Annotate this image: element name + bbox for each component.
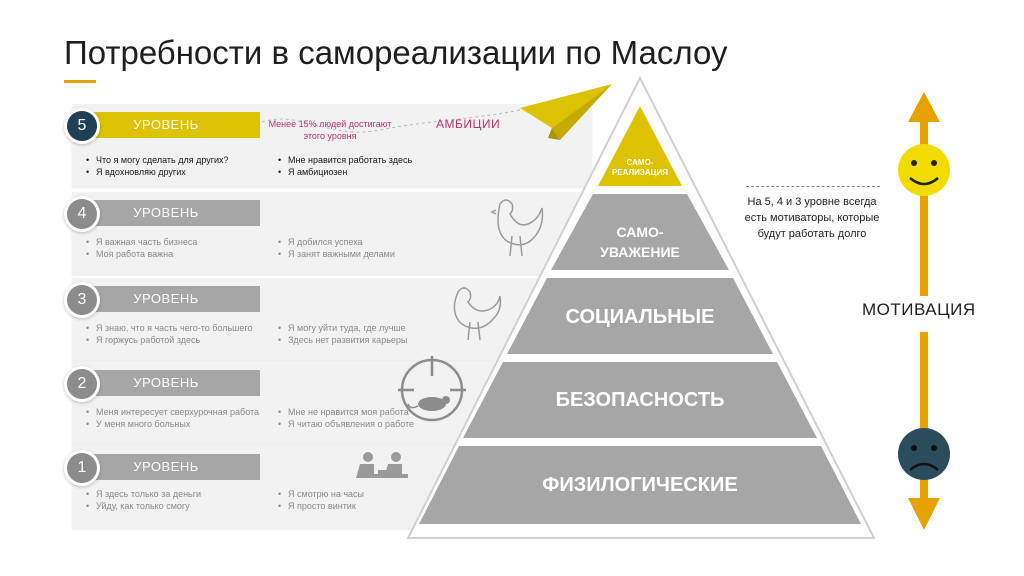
pyramid-tier-esteem <box>551 194 729 270</box>
level-number-badge: 2 <box>64 366 100 402</box>
list-item: Я горжусь работой здесь <box>84 334 252 346</box>
list-item: Я добился успеха <box>276 236 395 248</box>
list-item: Я могу уйти туда, где лучше <box>276 322 407 334</box>
rooster-icon <box>490 199 544 257</box>
level-number-badge: 3 <box>64 282 100 318</box>
list-item: Мне не нравится моя работа <box>276 406 414 418</box>
level-label: УРОВЕНЬ <box>133 375 199 390</box>
list-item: Уйду, как только смогу <box>84 500 201 512</box>
list-item: Я занят важными делами <box>276 248 395 260</box>
page-title: Потребности в самореализации по Маслоу <box>64 34 728 71</box>
hen-icon <box>453 287 502 341</box>
list-item: Я важная часть бизнеса <box>84 236 197 248</box>
level-bullets-right: Мне не нравится моя работаЯ читаю объявл… <box>276 406 414 430</box>
list-item: Мне нравится работать здесь <box>276 154 412 166</box>
list-item: Я знаю, что я часть чего-то большего <box>84 322 252 334</box>
pyramid-tier-social <box>507 278 773 354</box>
level-bullets-right: Я могу уйти туда, где лучшеЗдесь нет раз… <box>276 322 407 346</box>
pyramid-tier-physiological <box>419 446 861 524</box>
list-item: Я вдохновляю других <box>84 166 229 178</box>
list-item: Что я могу сделать для других? <box>84 154 229 166</box>
level-bullets-left: Я важная часть бизнесаМоя работа важна <box>84 236 197 260</box>
list-item: Моя работа важна <box>84 248 197 260</box>
paper-plane-icon <box>520 84 612 140</box>
list-item: Я просто винтик <box>276 500 364 512</box>
pyramid-label-self-actualization: САМО- РЕАЛИЗАЦИЯ <box>611 158 669 177</box>
side-note-divider <box>746 186 880 187</box>
level-label: УРОВЕНЬ <box>133 117 199 132</box>
pyramid-label-social: СОЦИАЛЬНЫЕ <box>565 306 715 328</box>
pyramid-label-physiological: ФИЗИЛОГИЧЕСКИЕ <box>542 474 738 496</box>
level-row-4: УРОВЕНЬ 4 Я важная часть бизнесаМоя рабо… <box>64 192 592 274</box>
people-sitting-icon <box>356 452 408 478</box>
pyramid-label-safety: БЕЗОПАСНОСТЬ <box>555 389 725 411</box>
motivation-label: МОТИВАЦИЯ <box>862 300 976 319</box>
pyramid-tier-self-actualization <box>598 106 682 186</box>
level-bullets-left: Я здесь только за деньгиУйду, как только… <box>84 488 201 512</box>
level-label: УРОВЕНЬ <box>133 205 199 220</box>
flight-path <box>261 109 521 133</box>
list-item: Я здесь только за деньги <box>84 488 201 500</box>
ambition-note: Менее 15% людей достигают этого уровня <box>268 119 392 141</box>
level-number-badge: 5 <box>64 108 100 144</box>
list-item: Я амбициозен <box>276 166 412 178</box>
happy-face-icon <box>898 144 950 196</box>
list-item: У меня много больных <box>84 418 259 430</box>
level-bar <box>72 112 260 138</box>
side-note: На 5, 4 и 3 уровне всегда есть мотиватор… <box>744 196 880 240</box>
level-number-badge: 4 <box>64 196 100 232</box>
level-row-5: УРОВЕНЬ 5 Что я могу сделать для других?… <box>64 104 592 186</box>
crosshair-rat-icon <box>398 356 466 422</box>
list-item: Я читаю объявления о работе <box>276 418 414 430</box>
level-bullets-left: Что я могу сделать для других?Я вдохновл… <box>84 154 229 178</box>
sad-face-icon <box>898 428 950 480</box>
level-bullets-left: Я знаю, что я часть чего-то большегоЯ го… <box>84 322 252 346</box>
list-item: Здесь нет развития карьеры <box>276 334 407 346</box>
motivation-arrow <box>908 92 940 530</box>
level-bar <box>72 200 260 226</box>
level-row-3: УРОВЕНЬ 3 Я знаю, что я часть чего-то бо… <box>64 278 592 360</box>
level-bullets-right: Мне нравится работать здесьЯ амбициозен <box>276 154 412 178</box>
level-label: УРОВЕНЬ <box>133 291 199 306</box>
ambition-label: АМБИЦИИ <box>436 117 501 131</box>
title-underline <box>64 80 96 83</box>
level-number-badge: 1 <box>64 450 100 486</box>
list-item: Я смотрю на часы <box>276 488 364 500</box>
level-bar <box>72 370 260 396</box>
level-bullets-left: Меня интересует сверхурочная работаУ мен… <box>84 406 259 430</box>
pyramid-label-esteem: САМО- УВАЖЕНИЕ <box>600 224 680 260</box>
level-label: УРОВЕНЬ <box>133 459 199 474</box>
list-item: Меня интересует сверхурочная работа <box>84 406 259 418</box>
level-bar <box>72 454 260 480</box>
level-bullets-right: Я смотрю на часыЯ просто винтик <box>276 488 364 512</box>
level-bar <box>72 286 260 312</box>
pyramid-tier-safety <box>463 362 817 438</box>
level-bullets-right: Я добился успехаЯ занят важными делами <box>276 236 395 260</box>
